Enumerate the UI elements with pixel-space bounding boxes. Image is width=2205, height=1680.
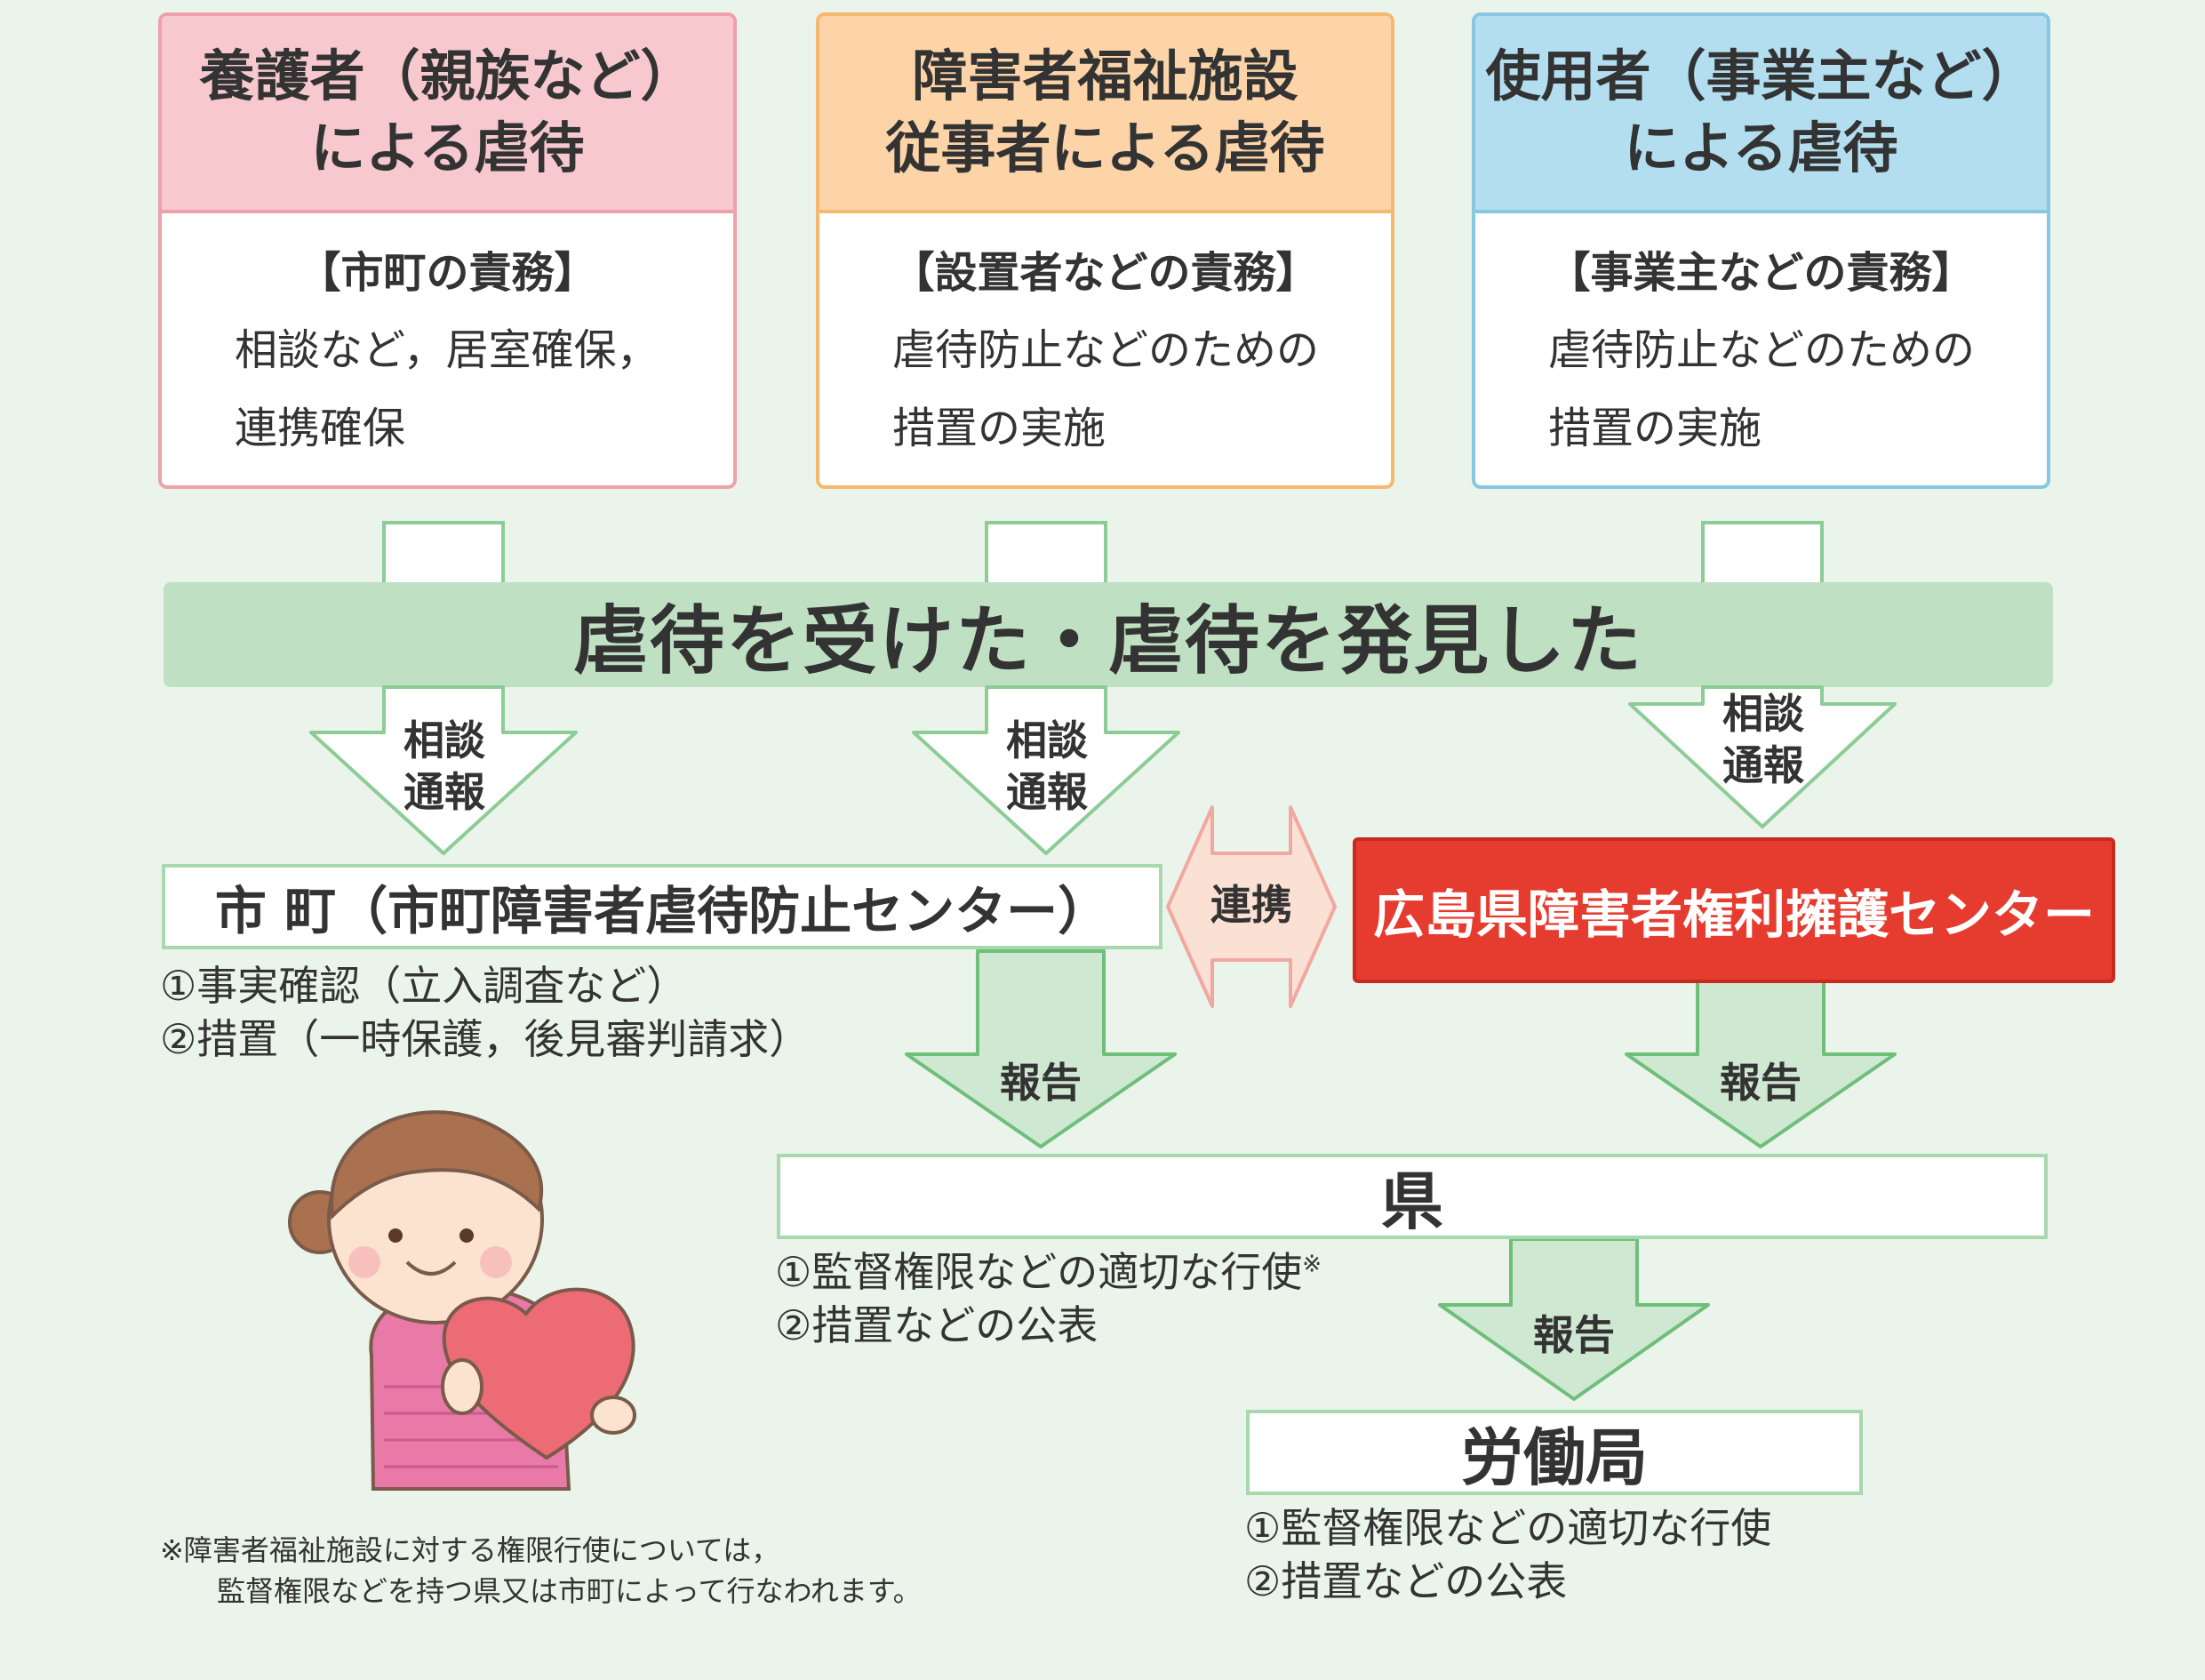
rights-advocacy-center-box: 広島県障害者権利擁護センター — [1353, 837, 2115, 983]
report-arrow-2 — [1625, 980, 1897, 1148]
box-employer-duty: 【事業主などの責務】 — [1547, 248, 1975, 298]
box-facility-title-line2: 従事者による虐待 — [885, 116, 1325, 180]
labor-bureau-item-1: ①監督権限などの適切な行使 — [1244, 1504, 1772, 1552]
rights-advocacy-center-name: 広島県障害者権利擁護センター — [1372, 884, 2095, 945]
box-employer-line1: 虐待防止などのための — [1548, 325, 1976, 376]
municipal-item-1: ①事実確認（立入調査など） — [160, 962, 688, 1010]
consult-arrow-2-label: 相談 通報 — [985, 716, 1109, 818]
consult-arrow-3-label: 相談 通報 — [1701, 689, 1826, 791]
labor-bureau-item-2: ②措置などの公表 — [1244, 1557, 1568, 1605]
box-employer-title: 使用者（事業主など） による虐待 — [1475, 16, 2047, 213]
prefecture-name: 県 — [1381, 1164, 1443, 1238]
report-arrow-3 — [1438, 1237, 1710, 1401]
right-hand — [590, 1396, 636, 1435]
box-facility-title-line1: 障害者福祉施設 — [912, 44, 1298, 109]
box-caregiver-duty: 【市町の責務】 — [298, 248, 597, 298]
labor-bureau-box: 労働局 — [1246, 1410, 1863, 1495]
box-facility-duty: 【設置者などの責務】 — [891, 248, 1319, 298]
footnote-line-2: 監督権限などを持つ県又は市町によって行なわれます。 — [217, 1574, 922, 1608]
box-facility-line2: 措置の実施 — [892, 403, 1106, 453]
consult-arrow-1 — [309, 685, 578, 855]
woman-hair — [330, 1110, 544, 1220]
discovery-band — [164, 582, 2053, 687]
box-facility-title: 障害者福祉施設 従事者による虐待 — [819, 16, 1391, 213]
footnote-line-1: ※障害者福祉施設に対する権限行使については， — [160, 1533, 780, 1567]
labor-bureau-name: 労働局 — [1461, 1420, 1648, 1494]
connector-3 — [1701, 521, 1824, 588]
prefecture-item-1-mark: ※ — [1302, 1251, 1322, 1278]
prefecture-item-2: ②措置などの公表 — [775, 1301, 1099, 1349]
connector-2 — [985, 521, 1107, 588]
consult-label-3: 相談 — [1722, 690, 1804, 738]
woman-with-heart-illustration — [288, 1110, 636, 1491]
report-label-2: 報告 — [1720, 1059, 1802, 1107]
box-facility-abuse: 障害者福祉施設 従事者による虐待 【設置者などの責務】 虐待防止などのための 措… — [816, 12, 1394, 489]
municipal-center-box: 市 町（市町障害者虐待防止センター） — [162, 864, 1162, 949]
box-employer-title-line1: 使用者（事業主など） — [1485, 44, 2037, 109]
box-caregiver-title: 養護者（親族など） による虐待 — [162, 16, 733, 213]
link-double-arrow — [1166, 805, 1337, 1008]
box-caregiver-title-line1: 養護者（親族など） — [199, 44, 696, 109]
link-label: 連携 — [1210, 881, 1292, 929]
connector-1 — [382, 521, 505, 588]
box-employer-line2: 措置の実施 — [1548, 403, 1762, 453]
box-caregiver-abuse: 養護者（親族など） による虐待 【市町の責務】 相談など，居室確保， 連携確保 — [158, 12, 737, 489]
municipal-center-name: 市 町（市町障害者虐待防止センター） — [214, 881, 1110, 941]
box-caregiver-line1: 相談など，居室確保， — [235, 325, 659, 376]
municipal-item-2: ②措置（一時保護，後見審判請求） — [160, 1015, 811, 1063]
left-hand — [441, 1358, 483, 1415]
box-facility-line1: 虐待防止などのための — [892, 325, 1320, 376]
notify-label-2: 通報 — [1006, 767, 1088, 816]
prefecture-item-1: ①監督権限などの適切な行使※ — [775, 1246, 1322, 1299]
report-arrow-1 — [905, 949, 1177, 1148]
consult-label-2: 相談 — [1006, 716, 1088, 764]
discovery-band-text: 虐待を受けた・虐待を発見した — [572, 596, 1643, 684]
consult-arrow-2 — [912, 685, 1180, 855]
consult-label-1: 相談 — [403, 716, 485, 764]
prefecture-box: 県 — [777, 1154, 2048, 1239]
box-employer-abuse: 使用者（事業主など） による虐待 【事業主などの責務】 虐待防止などのための 措… — [1472, 12, 2050, 489]
notify-label-1: 通報 — [403, 767, 485, 816]
box-caregiver-title-line2: による虐待 — [310, 116, 585, 180]
report-label-3: 報告 — [1533, 1311, 1615, 1359]
report-label-1: 報告 — [1000, 1059, 1082, 1107]
box-employer-title-line2: による虐待 — [1624, 116, 1898, 180]
box-caregiver-line2: 連携確保 — [235, 403, 406, 453]
prefecture-item-1-text: ①監督権限などの適切な行使 — [775, 1248, 1303, 1296]
consult-arrow-1-label: 相談 通報 — [382, 716, 507, 818]
consult-arrow-3 — [1628, 685, 1897, 828]
notify-label-3: 通報 — [1722, 740, 1804, 789]
